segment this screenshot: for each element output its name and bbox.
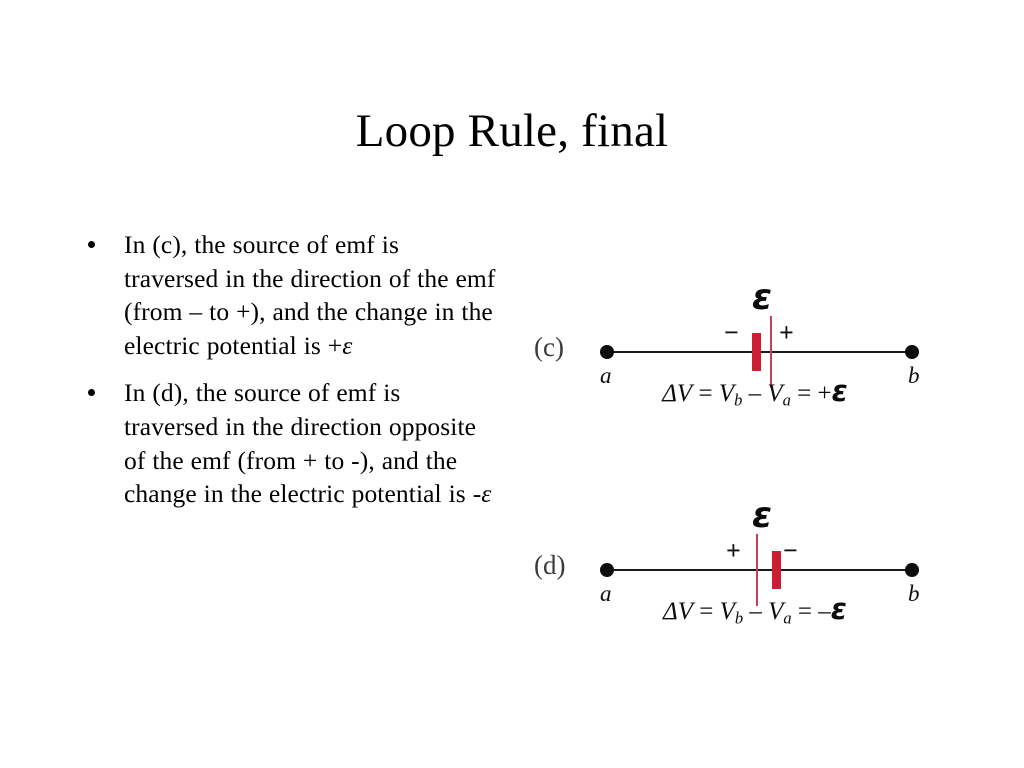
result-epsilon: ε [831, 374, 848, 408]
minus-operator: – [748, 380, 762, 407]
bullet-text-2-main: In (d), the source of emf is traversed i… [124, 378, 482, 509]
v-a-term: V [767, 380, 783, 407]
node-dot-b [905, 563, 919, 577]
delta-v-term: ΔV [663, 598, 693, 625]
v-a-subscript: a [782, 390, 791, 410]
emf-label: ε [752, 277, 773, 318]
bullet-text-1: In (c), the source of emf is traversed i… [124, 228, 498, 362]
circuit-figure-d: (d) a b + − ε ΔV = Vb – Va = –ε [530, 494, 960, 644]
figure-equation-c: ΔV = Vb – Va = +ε [590, 376, 920, 416]
v-b-term: V [719, 598, 735, 625]
v-b-subscript: b [734, 608, 744, 628]
equals-sign-2: = [797, 380, 812, 407]
terminal-sign-left: − [724, 318, 739, 347]
terminal-sign-right: + [779, 318, 794, 347]
list-item: In (c), the source of emf is traversed i… [78, 228, 498, 362]
battery-long-plate [770, 316, 772, 388]
page-title: Loop Rule, final [355, 105, 669, 157]
epsilon-symbol: ε [342, 330, 353, 360]
battery-long-plate [756, 534, 758, 606]
figure-equation-d: ΔV = Vb – Va = –ε [590, 594, 920, 634]
bullet-marker-icon [88, 241, 95, 248]
node-label-b: b [908, 581, 920, 606]
result-sign: – [818, 598, 831, 625]
minus-operator: – [749, 598, 762, 625]
node-dot-b [905, 345, 919, 359]
bullet-list: In (c), the source of emf is traversed i… [78, 228, 498, 525]
equals-sign-1: = [698, 380, 713, 407]
epsilon-symbol: ε [481, 479, 492, 509]
terminal-sign-left: + [726, 536, 741, 565]
figure-label-d: (d) [534, 550, 566, 580]
result-epsilon: ε [830, 592, 847, 626]
v-b-subscript: b [734, 390, 743, 410]
equals-sign-1: = [699, 598, 714, 625]
result-sign: + [817, 380, 832, 407]
node-label-a: a [600, 581, 612, 606]
node-label-b: b [908, 363, 920, 388]
node-dot-a [600, 563, 614, 577]
wire-segment [606, 569, 912, 571]
circuit-figure-c: (c) a b − + ε ΔV = Vb – Va = +ε [530, 276, 960, 426]
battery-short-plate [772, 551, 781, 589]
bullet-text-2: In (d), the source of emf is traversed i… [124, 376, 498, 510]
v-a-subscript: a [783, 608, 792, 628]
bullet-marker-icon [88, 389, 95, 397]
node-label-a: a [600, 363, 612, 388]
battery-short-plate [752, 333, 761, 371]
emf-label: ε [752, 495, 773, 536]
delta-v-term: ΔV [662, 380, 693, 407]
node-dot-a [600, 345, 614, 359]
v-a-term: V [768, 598, 784, 625]
v-b-term: V [718, 380, 735, 407]
terminal-sign-right: − [783, 536, 798, 565]
list-item: In (d), the source of emf is traversed i… [78, 376, 498, 510]
bullet-text-1-main: In (c), the source of emf is traversed i… [124, 230, 496, 360]
figure-label-c: (c) [534, 332, 564, 362]
equals-sign-2: = [797, 598, 813, 625]
